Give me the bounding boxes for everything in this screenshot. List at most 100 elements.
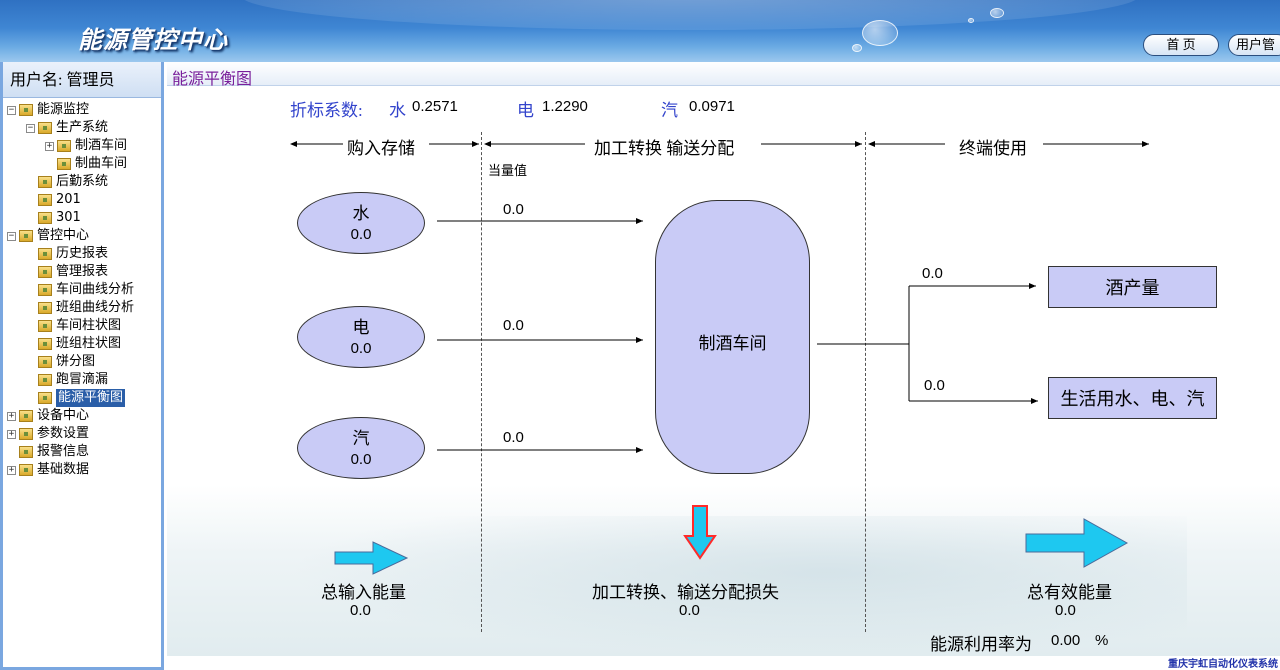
effective-energy-value: 0.0 — [1055, 602, 1076, 619]
tree-node-control-center[interactable]: −管控中心 — [7, 228, 90, 243]
main-panel: 能源平衡图 折标系数: 水 0.2571 电 1.2290 汽 0.0971 — [167, 62, 1280, 670]
tree-node-koji-workshop[interactable]: 制曲车间 — [57, 155, 127, 173]
page-title-bar: 能源平衡图 — [167, 62, 1280, 88]
tree-node-brewing-workshop[interactable]: +制酒车间 — [45, 138, 128, 153]
expand-icon[interactable]: + — [7, 464, 16, 475]
flow-electric-value: 0.0 — [503, 317, 524, 334]
tree-node-production[interactable]: −生产系统 — [26, 120, 109, 135]
folder-icon — [19, 428, 33, 440]
input-electric-name: 电 — [352, 318, 370, 337]
tree-node-workshop-bar[interactable]: 车间柱状图 — [38, 317, 121, 335]
flow-water-value: 0.0 — [503, 201, 524, 218]
total-input-arrow-icon — [334, 541, 409, 575]
tree-node-logistics[interactable]: 后勤系统 — [38, 173, 108, 191]
input-steam-node[interactable]: 汽 0.0 — [297, 417, 425, 479]
folder-icon — [38, 266, 52, 278]
divider-line — [481, 132, 482, 632]
phase-processing-label: 加工转换 输送分配 — [594, 139, 735, 158]
loss-arrow-icon — [683, 505, 717, 560]
folder-icon — [19, 446, 33, 458]
home-button[interactable]: 首 页 — [1143, 34, 1219, 56]
output-2-flow-value: 0.0 — [924, 377, 945, 394]
loss-label: 加工转换、输送分配损失 — [592, 583, 779, 602]
effective-energy-label: 总有效能量 — [1027, 583, 1112, 602]
workshop-node[interactable]: 制酒车间 — [655, 200, 810, 474]
output-liquor-production[interactable]: 酒产量 — [1048, 266, 1217, 308]
tree-node-team-bar[interactable]: 班组柱状图 — [38, 335, 121, 353]
utilization-unit: % — [1095, 632, 1109, 649]
user-info: 用户名: 管理员 — [3, 62, 161, 98]
input-electric-value: 0.0 — [350, 340, 372, 357]
tree-node-leakage[interactable]: 跑冒滴漏 — [38, 371, 108, 389]
bubble-decoration — [990, 8, 1004, 18]
folder-icon — [38, 356, 52, 368]
user-management-button[interactable]: 用户管 — [1228, 34, 1280, 56]
coef-steam-label: 汽 — [661, 101, 678, 120]
input-steam-value: 0.0 — [350, 451, 372, 468]
tree-node-parameter-settings[interactable]: +参数设置 — [7, 426, 90, 441]
input-water-value: 0.0 — [350, 226, 372, 243]
bubble-decoration — [862, 20, 898, 46]
tree-node-equipment-center[interactable]: +设备中心 — [7, 408, 90, 423]
user-label: 用户名: — [10, 72, 63, 89]
folder-icon — [38, 320, 52, 332]
folder-icon — [38, 392, 52, 404]
folder-icon — [38, 194, 52, 206]
tree-node-management-report[interactable]: 管理报表 — [38, 263, 108, 281]
collapse-icon[interactable]: − — [7, 230, 16, 241]
flow-lines — [290, 141, 1149, 575]
sidebar: 用户名: 管理员 −能源监控 −生产系统 +制酒车间 制曲车间 后勤系统 201… — [0, 62, 164, 670]
input-electric-node[interactable]: 电 0.0 — [297, 306, 425, 368]
flow-steam-value: 0.0 — [503, 429, 524, 446]
footer-company: 重庆宇虹自动化仪表系统 — [1168, 659, 1278, 670]
tree-node-team-curve[interactable]: 班组曲线分析 — [38, 299, 134, 317]
coef-electric-label: 电 — [517, 101, 534, 120]
tree-node-history-report[interactable]: 历史报表 — [38, 245, 108, 263]
divider-line — [865, 132, 866, 632]
expand-icon[interactable]: + — [7, 410, 16, 421]
collapse-icon[interactable]: − — [26, 122, 35, 133]
phase-terminal-label: 终端使用 — [959, 139, 1027, 158]
expand-icon[interactable]: + — [7, 428, 16, 439]
header-banner: 能源管控中心 首 页 用户管 — [0, 0, 1280, 62]
tree-node-energy-balance[interactable]: 能源平衡图 — [38, 389, 126, 407]
folder-icon — [19, 230, 33, 242]
input-water-name: 水 — [352, 204, 370, 223]
energy-balance-diagram: 折标系数: 水 0.2571 电 1.2290 汽 0.0971 — [167, 86, 1280, 656]
utilization-value: 0.00 — [1051, 632, 1081, 649]
folder-icon — [38, 176, 52, 188]
total-input-label: 总输入能量 — [321, 583, 406, 602]
coefficient-label: 折标系数: — [290, 101, 363, 120]
tree-node-301[interactable]: 301 — [38, 209, 81, 227]
total-input-value: 0.0 — [350, 602, 371, 619]
folder-icon — [38, 248, 52, 260]
tree-node-201[interactable]: 201 — [38, 191, 81, 209]
folder-icon — [38, 374, 52, 386]
folder-icon — [19, 410, 33, 422]
phase-purchase-label: 购入存储 — [347, 139, 415, 158]
bubble-decoration — [852, 44, 862, 52]
expand-icon[interactable]: + — [45, 140, 54, 151]
folder-icon — [38, 302, 52, 314]
folder-icon — [38, 338, 52, 350]
collapse-icon[interactable]: − — [7, 104, 16, 115]
folder-icon — [19, 464, 33, 476]
tree-node-pie-chart[interactable]: 饼分图 — [38, 353, 95, 371]
output-1-flow-value: 0.0 — [922, 265, 943, 282]
coef-water-label: 水 — [389, 101, 406, 120]
equivalent-label: 当量值 — [488, 163, 528, 178]
coef-steam-value: 0.0971 — [689, 98, 735, 115]
folder-icon — [57, 158, 71, 170]
tree-node-alarm-info[interactable]: 报警信息 — [19, 443, 89, 461]
folder-icon — [38, 122, 52, 134]
app-title: 能源管控中心 — [78, 26, 228, 54]
loss-value: 0.0 — [679, 602, 700, 619]
folder-icon — [57, 140, 71, 152]
input-water-node[interactable]: 水 0.0 — [297, 192, 425, 254]
tree-node-basic-data[interactable]: +基础数据 — [7, 462, 90, 477]
folder-icon — [38, 212, 52, 224]
output-domestic-usage[interactable]: 生活用水、电、汽 — [1048, 377, 1217, 419]
effective-energy-arrow-icon — [1025, 518, 1129, 568]
tree-node-energy-monitor[interactable]: −能源监控 — [7, 102, 90, 117]
tree-node-workshop-curve[interactable]: 车间曲线分析 — [38, 281, 134, 299]
